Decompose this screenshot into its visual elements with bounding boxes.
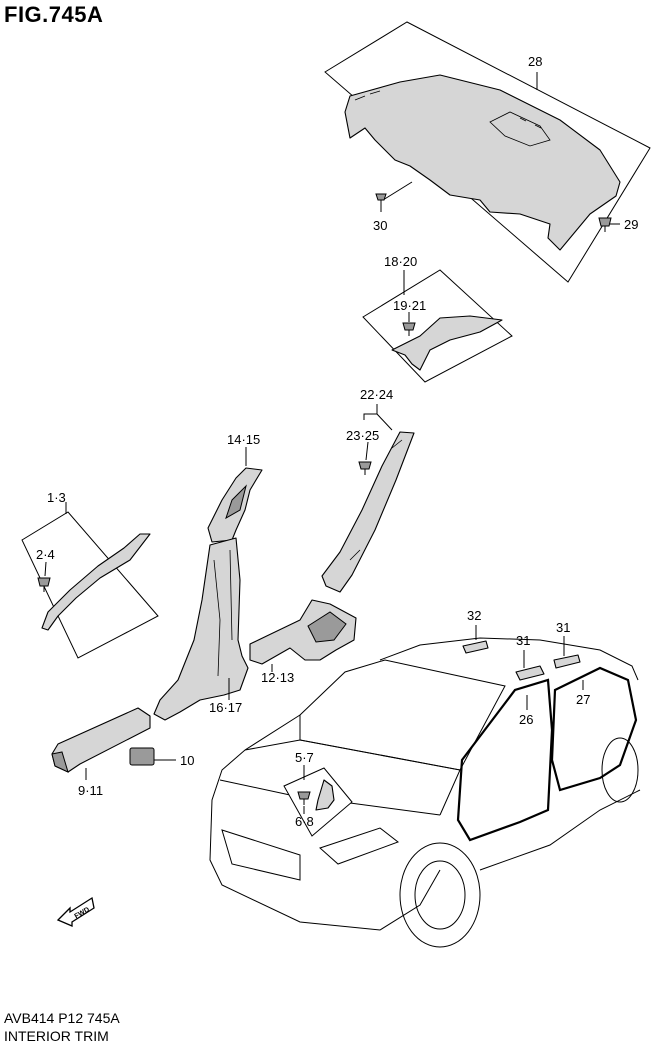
rear-shelf-recess — [489, 111, 551, 147]
rear-door-seal[interactable] — [550, 666, 638, 792]
quarter-trim-panel[interactable] — [391, 315, 503, 371]
clip-19-icon[interactable] — [402, 322, 416, 336]
callout-1-3[interactable]: 1·3 — [47, 490, 66, 505]
callout-18-20[interactable]: 18·20 — [384, 254, 417, 269]
part-10-group: 10 — [129, 747, 194, 768]
callout-28[interactable]: 28 — [528, 54, 542, 69]
callout-12-13[interactable]: 12·13 — [261, 670, 294, 685]
car-rear-wheel — [601, 737, 639, 803]
figure-title: FIG.745A — [4, 2, 104, 27]
callout-27[interactable]: 27 — [576, 692, 590, 707]
fwd-arrow-icon: FWD — [56, 896, 95, 927]
assist-grip-31a[interactable] — [515, 665, 545, 681]
callout-14-15[interactable]: 14·15 — [227, 432, 260, 447]
c-pillar-group: 22·24 23·25 — [321, 387, 415, 593]
rear-shelf-group: 28 29 30 — [324, 21, 651, 283]
front-sill-group: 9·11 — [51, 707, 151, 798]
car-windshield — [299, 659, 506, 771]
clip-29-icon[interactable] — [598, 217, 612, 232]
callout-6-8[interactable]: 6·8 — [295, 814, 314, 829]
a-pillar-trim[interactable] — [41, 533, 151, 631]
callout-23-25[interactable]: 23·25 — [346, 428, 379, 443]
part-5-bracket[interactable] — [315, 779, 335, 811]
b-pillar-lower-trim[interactable] — [153, 537, 249, 721]
callout-22-24[interactable]: 22·24 — [360, 387, 393, 402]
callout-31a[interactable]: 31 — [516, 633, 530, 648]
car-hood — [244, 739, 461, 816]
figure-name: INTERIOR TRIM — [4, 1028, 109, 1044]
rear-sill-group: 12·13 — [249, 599, 357, 685]
assist-grip-31b[interactable] — [553, 654, 581, 669]
callout-16-17[interactable]: 16·17 — [209, 700, 242, 715]
car-headlight — [319, 827, 400, 865]
car-grille — [221, 829, 301, 881]
callout-19-21[interactable]: 19·21 — [393, 298, 426, 313]
callout-29[interactable]: 29 — [624, 217, 638, 232]
callout-32[interactable]: 32 — [467, 608, 481, 623]
callout-5-7[interactable]: 5·7 — [295, 750, 314, 765]
callout-31b[interactable]: 31 — [556, 620, 570, 635]
b-pillar-lower-group: 16·17 — [153, 537, 249, 721]
assist-grip-32[interactable] — [462, 640, 489, 654]
b-pillar-upper-group: 14·15 — [207, 432, 263, 543]
front-door-seal[interactable] — [456, 678, 554, 842]
parts-5-8-group: 5·7 6·8 — [283, 750, 353, 837]
clip-2-icon[interactable] — [37, 577, 51, 592]
quarter-trim-group: 18·20 19·21 — [362, 254, 513, 383]
clip-30-icon[interactable] — [375, 193, 387, 205]
part-10-clip[interactable] — [129, 747, 155, 766]
callout-26[interactable]: 26 — [519, 712, 533, 727]
c-pillar-trim[interactable] — [321, 431, 415, 593]
clip-6-icon[interactable] — [297, 791, 311, 805]
callout-30[interactable]: 30 — [373, 218, 387, 233]
car-front-wheel — [399, 842, 481, 948]
rear-shelf-panel[interactable] — [344, 74, 621, 251]
car-body: 32 31 31 26 27 — [209, 608, 641, 948]
car-roof-outline — [379, 637, 639, 681]
callout-2-4[interactable]: 2·4 — [36, 547, 55, 562]
figure-code: AVB414 P12 745A — [4, 1010, 120, 1026]
callout-9-11[interactable]: 9·11 — [78, 783, 103, 798]
callout-10[interactable]: 10 — [180, 753, 194, 768]
clip-23-icon[interactable] — [358, 461, 372, 475]
a-pillar-group: 1·3 2·4 — [21, 490, 159, 659]
